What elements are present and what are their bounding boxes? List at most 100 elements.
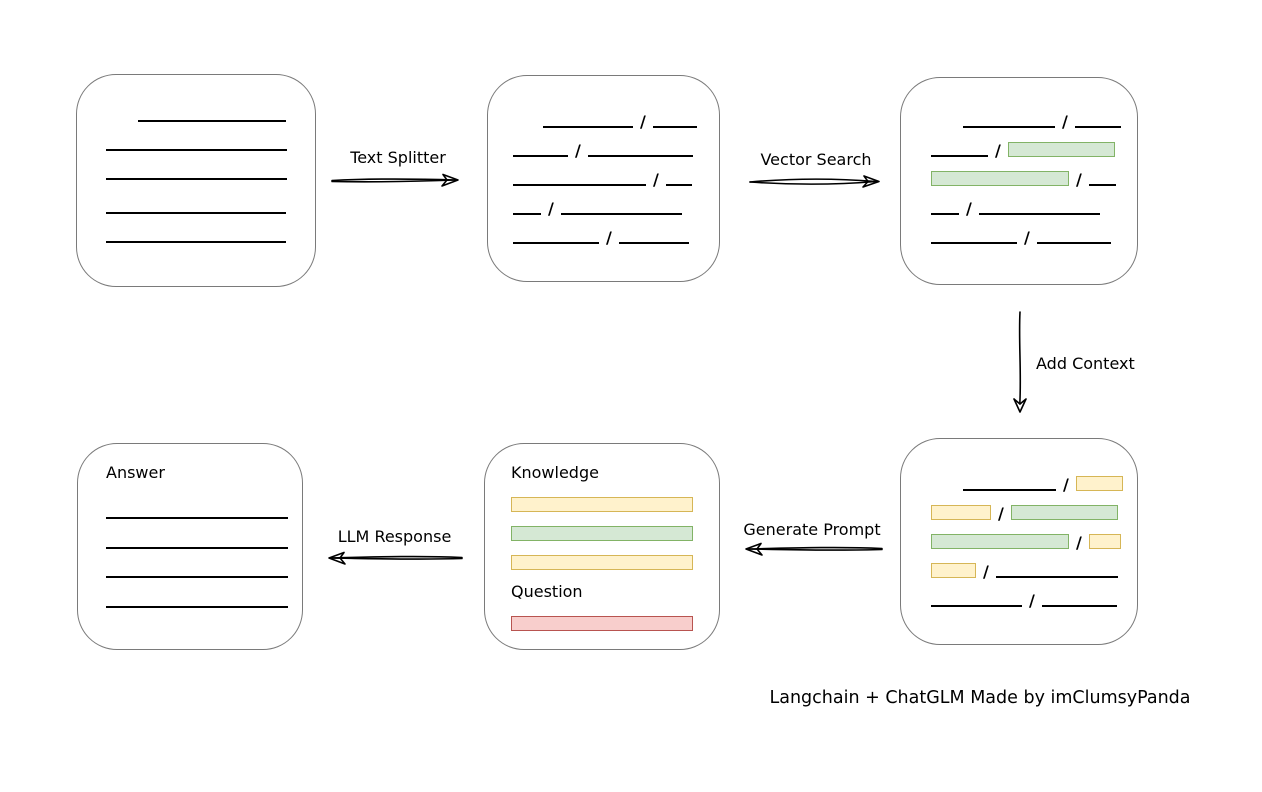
- slash-separator: /: [1076, 170, 1082, 189]
- box-row: [106, 93, 315, 122]
- slash-separator: /: [575, 141, 581, 160]
- credit-text: Langchain + ChatGLM Made by imClumsyPand…: [769, 688, 1191, 708]
- text-line: [931, 605, 1022, 607]
- document-box: [76, 74, 316, 287]
- knowledge-label: Knowledge: [511, 463, 599, 482]
- text-line: [106, 576, 288, 578]
- box-row: /: [513, 128, 719, 160]
- text-line: [513, 155, 568, 157]
- text-line: [665, 184, 692, 186]
- box-row: [106, 214, 315, 243]
- context-box: / / / / /: [900, 438, 1138, 645]
- yellow-highlight-bar: [1088, 534, 1121, 549]
- text-line: [931, 155, 988, 157]
- box-row: [511, 483, 719, 512]
- yellow-highlight-bar: [931, 563, 976, 578]
- box-row: [106, 579, 302, 608]
- text-line: [106, 149, 287, 151]
- text-line: [1041, 605, 1117, 607]
- text-line: [1074, 126, 1121, 128]
- box-row: /: [931, 462, 1137, 493]
- slash-separator: /: [998, 504, 1004, 523]
- slash-separator: /: [1062, 112, 1068, 131]
- slash-separator: /: [966, 199, 972, 218]
- text-line: [963, 126, 1055, 128]
- box-row: [106, 122, 315, 151]
- box-row: /: [931, 215, 1137, 247]
- text-line: [978, 213, 1100, 215]
- text-line: [931, 213, 959, 215]
- add-context-arrow: [1013, 311, 1027, 413]
- box-row: /: [931, 491, 1137, 523]
- text-line: [543, 126, 633, 128]
- text-line: [1088, 184, 1116, 186]
- text-line: [513, 242, 599, 244]
- text-splitter-arrow: [331, 173, 459, 187]
- box-row: [511, 512, 719, 541]
- box-row: /: [513, 215, 719, 247]
- slash-separator: /: [1076, 533, 1082, 552]
- text-line: [513, 213, 541, 215]
- text-line: [652, 126, 697, 128]
- slash-separator: /: [1024, 228, 1030, 247]
- llm-response-label: LLM Response: [337, 527, 452, 546]
- text-line: [963, 489, 1056, 491]
- green-highlight-bar: [931, 534, 1069, 549]
- generate-prompt-label: Generate Prompt: [743, 520, 881, 539]
- text-line: [931, 242, 1017, 244]
- box-row: [106, 549, 302, 578]
- box-row: /: [513, 99, 719, 131]
- text-line: [560, 213, 682, 215]
- slash-separator: /: [548, 199, 554, 218]
- text-line: [587, 155, 693, 157]
- yellow-highlight-bar: [511, 497, 693, 512]
- answer-box: Answer: [77, 443, 303, 650]
- question-label: Question: [511, 582, 583, 601]
- box-row: [106, 520, 302, 549]
- text-line: [1036, 242, 1111, 244]
- text-line: [513, 184, 646, 186]
- box-row: /: [513, 157, 719, 189]
- slash-separator: /: [995, 141, 1001, 160]
- box-row: /: [513, 186, 719, 218]
- answer-label: Answer: [106, 463, 165, 482]
- box-row: /: [931, 578, 1137, 610]
- text-line: [995, 576, 1118, 578]
- box-row: [106, 185, 315, 214]
- add-context-label: Add Context: [1036, 354, 1135, 373]
- text-line: [106, 178, 287, 180]
- vector-search-label: Vector Search: [760, 150, 872, 169]
- slash-separator: /: [653, 170, 659, 189]
- llm-response-arrow: [328, 551, 463, 565]
- slash-separator: /: [1029, 591, 1035, 610]
- box-row: Answer: [106, 454, 302, 483]
- vector-search-arrow: [749, 175, 880, 188]
- text-line: [106, 212, 286, 214]
- box-row: [106, 490, 302, 519]
- text-line: [106, 547, 288, 549]
- green-highlight-bar: [1010, 505, 1118, 520]
- yellow-highlight-bar: [931, 505, 991, 520]
- box-row: [511, 602, 719, 631]
- slash-separator: /: [640, 112, 646, 131]
- box-row: /: [931, 128, 1137, 160]
- box-row: Knowledge: [511, 454, 719, 483]
- text-splitter-label: Text Splitter: [350, 148, 446, 167]
- yellow-highlight-bar: [1075, 476, 1123, 491]
- box-row: /: [931, 99, 1137, 131]
- text-line: [618, 242, 689, 244]
- green-highlight-bar: [511, 526, 693, 541]
- red-highlight-bar: [511, 616, 693, 631]
- slash-separator: /: [983, 562, 989, 581]
- box-row: /: [931, 549, 1137, 581]
- box-row: /: [931, 157, 1137, 189]
- chunks-box: / / / / /: [487, 75, 720, 282]
- yellow-highlight-bar: [511, 555, 693, 570]
- text-line: [106, 241, 286, 243]
- text-line: [138, 120, 286, 122]
- slash-separator: /: [606, 228, 612, 247]
- box-row: [106, 151, 315, 180]
- vector-matches-box: / / / / /: [900, 77, 1138, 285]
